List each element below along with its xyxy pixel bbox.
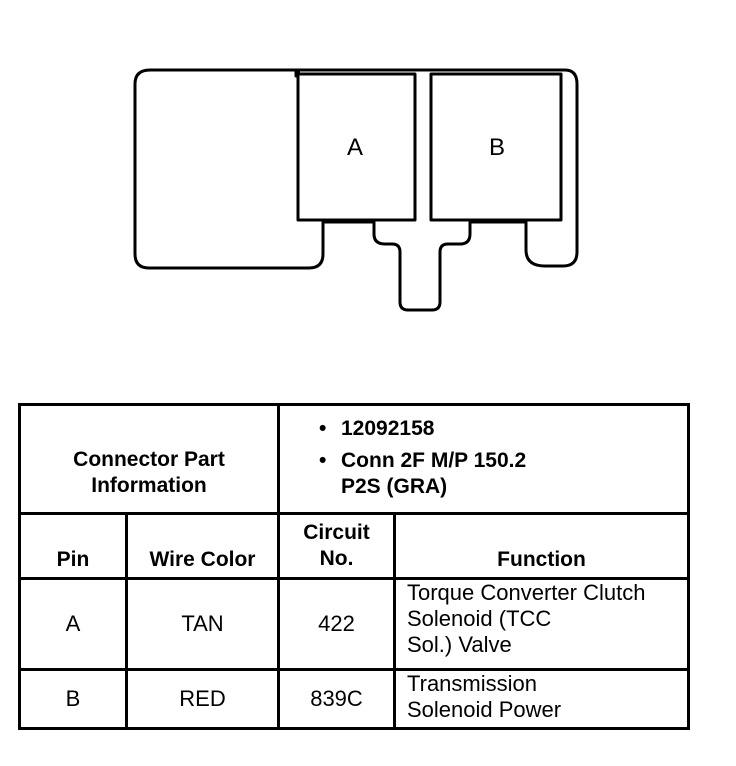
header-wire-color: Wire Color xyxy=(149,548,256,571)
connector-info-table: Connector Part Information • 12092158 • … xyxy=(18,403,690,730)
row-b-circuit: 839C xyxy=(310,686,363,711)
part-info-label: Connector Part Information xyxy=(73,448,225,497)
header-pin: Pin xyxy=(56,548,90,571)
part-number-item: • 12092158 xyxy=(319,416,434,442)
pin-a-label: A xyxy=(347,134,363,161)
divider xyxy=(21,577,687,580)
row-a-circuit: 422 xyxy=(318,611,355,636)
divider xyxy=(21,512,687,515)
conn-description-line1: Conn 2F M/P 150.2 xyxy=(341,449,527,472)
row-b-pin: B xyxy=(65,686,81,711)
divider xyxy=(393,512,396,727)
divider xyxy=(277,406,280,727)
conn-description-line2: P2S (GRA) xyxy=(341,475,448,498)
row-b-wire-color: RED xyxy=(179,686,226,711)
pin-b-cavity xyxy=(429,72,563,222)
row-b-function: Transmission Solenoid Power xyxy=(407,671,562,722)
connector-face-diagram: A B xyxy=(133,68,579,312)
row-a-pin: A xyxy=(65,611,81,636)
bullet-icon: • xyxy=(319,417,327,440)
row-a-function: Torque Converter Clutch Solenoid (TCC So… xyxy=(407,580,646,657)
header-function: Function xyxy=(497,548,586,571)
part-number: 12092158 xyxy=(341,417,435,440)
part-info-details: • 12092158 • Conn 2F M/P 150.2 P2S (GRA) xyxy=(319,416,685,512)
conn-description-item: • Conn 2F M/P 150.2 P2S (GRA) xyxy=(319,448,526,500)
connector-housing-outline xyxy=(133,68,579,312)
pin-a-cavity xyxy=(296,72,417,222)
divider xyxy=(125,512,128,727)
pin-b-label: B xyxy=(489,134,505,161)
divider xyxy=(21,668,687,671)
row-a-wire-color: TAN xyxy=(181,611,224,636)
header-circuit-no: Circuit No. xyxy=(303,521,370,570)
bullet-icon: • xyxy=(319,449,327,472)
